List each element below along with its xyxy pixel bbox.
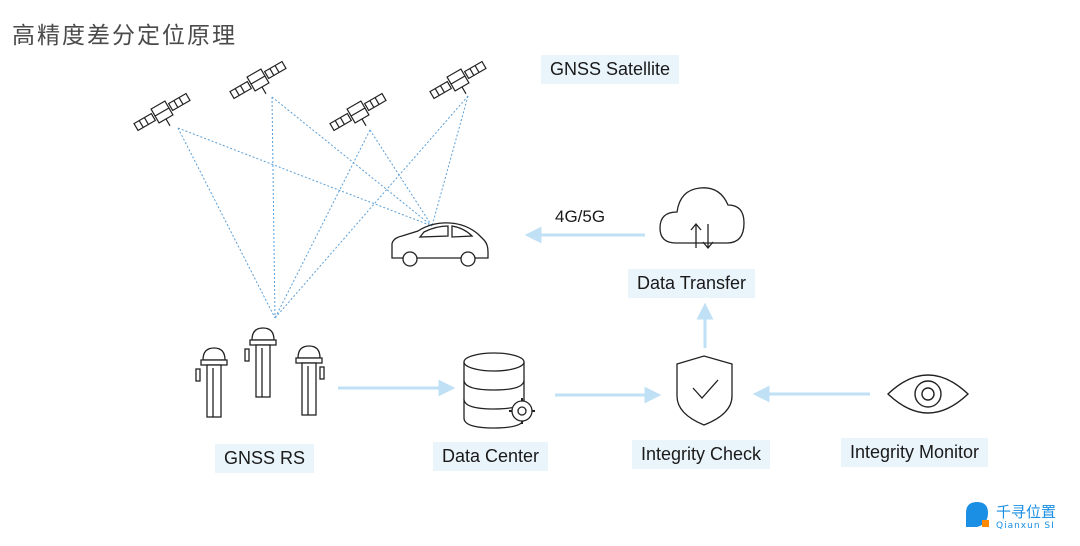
antenna-icon — [195, 347, 228, 418]
satellite-links — [177, 95, 469, 319]
eye-icon — [886, 374, 970, 414]
gnss-rs-label: GNSS RS — [215, 444, 315, 473]
shield-check-icon — [676, 355, 733, 426]
satellite-icon — [329, 92, 387, 132]
satellite-icon — [229, 60, 287, 100]
integrity-monitor-label: Integrity Monitor — [841, 438, 989, 467]
satellite-icon — [429, 60, 487, 100]
antenna-icon — [295, 345, 325, 416]
logo-cn: 千寻位置 — [996, 503, 1057, 521]
page-title: 高精度差分定位原理 — [12, 23, 237, 49]
satellite-icon — [133, 92, 191, 132]
logo-en: Qianxun SI — [996, 521, 1055, 531]
antenna-icon — [244, 327, 277, 398]
data-transfer-label: Data Transfer — [628, 269, 756, 298]
car-icon — [391, 222, 489, 267]
integrity-check-label: Integrity Check — [632, 440, 771, 469]
flow-arrows — [338, 226, 870, 404]
database-icon — [463, 352, 535, 429]
data-center-label: Data Center — [433, 442, 549, 471]
logo-mark-icon — [966, 502, 989, 527]
satellite-label: GNSS Satellite — [541, 55, 680, 84]
network-label: 4G/5G — [555, 207, 606, 226]
cloud-icon — [659, 187, 745, 250]
